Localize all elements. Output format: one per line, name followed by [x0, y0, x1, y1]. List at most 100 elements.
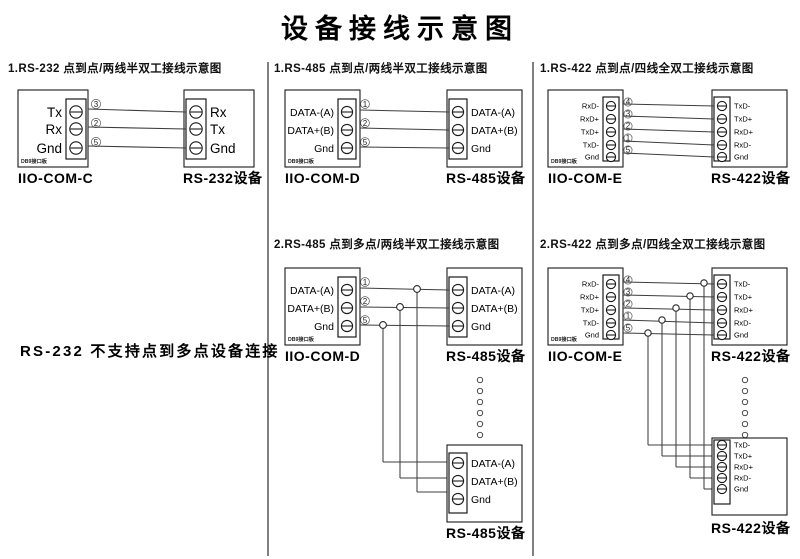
rs485-remote-terminal-1-2: DATA+(B) [451, 123, 518, 137]
rs422-junction-dot-2 [686, 292, 694, 300]
rs422-remote-terminal-1-4: RxD- [716, 139, 752, 151]
rs485-host-label-1-1: DATA-(A) [290, 107, 334, 119]
rs422-p2p-wires [622, 103, 715, 158]
rs422-host-name-1: IIO-COM-E [548, 170, 623, 186]
rs422-host-pin-1-5: 5 [626, 146, 631, 155]
rs485-remote-label-1-2: DATA+(B) [471, 125, 518, 137]
rs422-ellipsis [741, 376, 749, 439]
rs422-host-pin-1-2: 3 [626, 110, 631, 119]
rs485-remote-name-3: RS-485设备 [446, 525, 526, 541]
rs485-remote-terminal-2-2: DATA+(B) [451, 301, 518, 315]
rs485-host-label-2-2: DATA+(B) [287, 303, 334, 315]
rs485-junction-dot-3 [379, 321, 387, 329]
rs485-host-pin-2-2: 2 [363, 297, 368, 306]
rs422-remote-terminal-1-2: TxD+ [716, 113, 753, 125]
rs485-host-pin-1-2: 2 [363, 119, 368, 128]
rs422-remote-label-2-1: TxD- [734, 280, 751, 289]
rs232-host-terminal-2: Rx 2 [46, 118, 101, 137]
rs422-remote-label-1-1: TxD- [734, 102, 751, 111]
rs485-remote-terminal-2-1: DATA-(A) [451, 283, 515, 297]
rs485-host-terminal-1-1: DATA-(A) 1 [290, 99, 370, 119]
rs422-host-terminal-2-5: Gnd 5 [585, 323, 633, 341]
rs422-host-label-2-2: RxD+ [580, 293, 600, 302]
rs485-host-name-1: IIO-COM-D [285, 170, 360, 186]
rs422-host-pin-2-5: 5 [626, 324, 631, 333]
rs485-remote-terminal-1-1: DATA-(A) [451, 105, 515, 119]
rs232-host-pin-1: 3 [94, 100, 99, 109]
rs232-host-pin-3: 5 [94, 138, 99, 147]
heading-rs485-multi: 2.RS-485 点到多点/两线半双工接线示意图 [274, 237, 500, 251]
rs485-host-pin-2-3: 5 [363, 316, 368, 325]
rs485-host-board-tag-1: DB9接口板 [288, 157, 315, 165]
rs232-remote-terminal-2: Tx [189, 122, 225, 137]
rs485-junction-dot-2 [396, 303, 404, 311]
rs422-junction-dot-3 [672, 304, 680, 312]
rs485-host-terminal-2-2: DATA+(B) 2 [287, 296, 370, 315]
rs422-remote-name-1: RS-422设备 [711, 170, 791, 186]
rs422-host-label-1-5: Gnd [585, 153, 599, 162]
rs485-remote-terminal-2-3: Gnd [451, 319, 491, 333]
rs485-remote-label-1-1: DATA-(A) [471, 107, 515, 119]
rs422-host-label-1-2: RxD+ [580, 115, 600, 124]
rs422-host-terminal-2-2: RxD+ 3 [580, 287, 633, 303]
rs422-remote-label-3-5: Gnd [734, 485, 748, 494]
rs422-remote-terminal-1-5: Gnd [716, 151, 748, 163]
rs232-host-terminal-1: Tx 3 [47, 99, 101, 120]
rs485-host-terminal-1-3: Gnd 5 [314, 137, 370, 155]
rs422-remote-terminal-2-5: Gnd [716, 329, 748, 341]
rs232-remote-terminal-1: Rx [189, 105, 227, 120]
rs485-host-pin-1-1: 1 [363, 100, 368, 109]
rs422-remote-label-3-3: RxD+ [734, 463, 754, 472]
rs422-host-board-tag-2: DB9接口板 [551, 335, 578, 343]
rs485-remote-label-3-2: DATA+(B) [471, 476, 518, 488]
rs232-remote-label-3: Gnd [210, 141, 236, 156]
rs422-host-terminal-1-3: TxD+ 2 [581, 121, 633, 138]
rs485-remote-terminal-3-1: DATA-(A) [451, 456, 515, 470]
rs422-remote-terminal-2-2: TxD+ [716, 291, 753, 303]
rs422-junction-dot-4 [658, 316, 666, 324]
rs422-host-pin-1-4: 1 [626, 134, 631, 143]
rs422-remote-label-3-4: RxD- [734, 474, 752, 483]
rs485-remote-terminal-3-3: Gnd [451, 492, 491, 506]
rs422-host-terminal-2-3: TxD+ 2 [581, 299, 633, 316]
rs232-remote-label-1: Rx [210, 105, 227, 120]
rs485-host-board-tag-2: DB9接口板 [288, 335, 315, 343]
rs485-remote-label-2-1: DATA-(A) [471, 285, 515, 297]
rs422-remote-terminal-3-4: RxD- [716, 472, 752, 484]
rs422-host-label-1-3: TxD+ [581, 128, 600, 137]
rs232-host-board-tag: DB9接口板 [21, 157, 48, 165]
heading-rs422-multi: 2.RS-422 点到多点/四线全双工接线示意图 [540, 237, 766, 251]
rs232-host-pin-2: 2 [94, 119, 99, 128]
rs422-junction-dot-5 [644, 329, 652, 337]
rs485-host-label-1-3: Gnd [314, 143, 334, 155]
rs422-host-pin-1-3: 2 [626, 122, 631, 131]
rs485-host-label-2-1: DATA-(A) [290, 285, 334, 297]
rs422-host-terminal-1-5: Gnd 5 [585, 145, 633, 163]
rs422-host-terminal-2-4: TxD- 1 [583, 311, 633, 329]
rs422-remote-name-3: RS-422设备 [711, 520, 791, 536]
rs485-remote-terminal-3-2: DATA+(B) [451, 474, 518, 488]
rs232-host-name: IIO-COM-C [18, 170, 93, 186]
rs485-host-name-2: IIO-COM-D [285, 348, 360, 364]
rs422-remote-terminal-1-1: TxD- [716, 100, 751, 112]
rs232-host-label-3: Gnd [36, 141, 62, 156]
rs485-remote-terminal-1-3: Gnd [451, 141, 491, 155]
rs422-junction-dot-1 [700, 279, 708, 287]
rs422-remote-label-2-5: Gnd [734, 331, 748, 340]
rs485-remote-label-2-3: Gnd [471, 321, 491, 333]
rs422-host-label-2-4: TxD- [583, 319, 600, 328]
rs422-remote-label-1-2: TxD+ [734, 115, 753, 124]
rs485-host-label-1-2: DATA+(B) [287, 125, 334, 137]
rs422-host-terminal-1-4: TxD- 1 [583, 133, 633, 151]
rs422-host-pin-2-1: 4 [626, 276, 631, 285]
page-title: 设备接线示意图 [281, 13, 519, 44]
rs485-host-pin-2-1: 1 [363, 278, 368, 287]
rs422-remote-label-1-3: RxD+ [734, 128, 754, 137]
rs422-remote-terminal-3-5: Gnd [716, 483, 748, 495]
rs485-p2p-wires [359, 109, 450, 149]
rs422-host-label-1-1: RxD- [582, 102, 600, 111]
rs485-host-label-2-3: Gnd [314, 321, 334, 333]
rs422-host-pin-2-2: 3 [626, 288, 631, 297]
rs232-remote-name: RS-232设备 [183, 170, 263, 186]
rs422-remote-label-2-4: RxD- [734, 319, 752, 328]
